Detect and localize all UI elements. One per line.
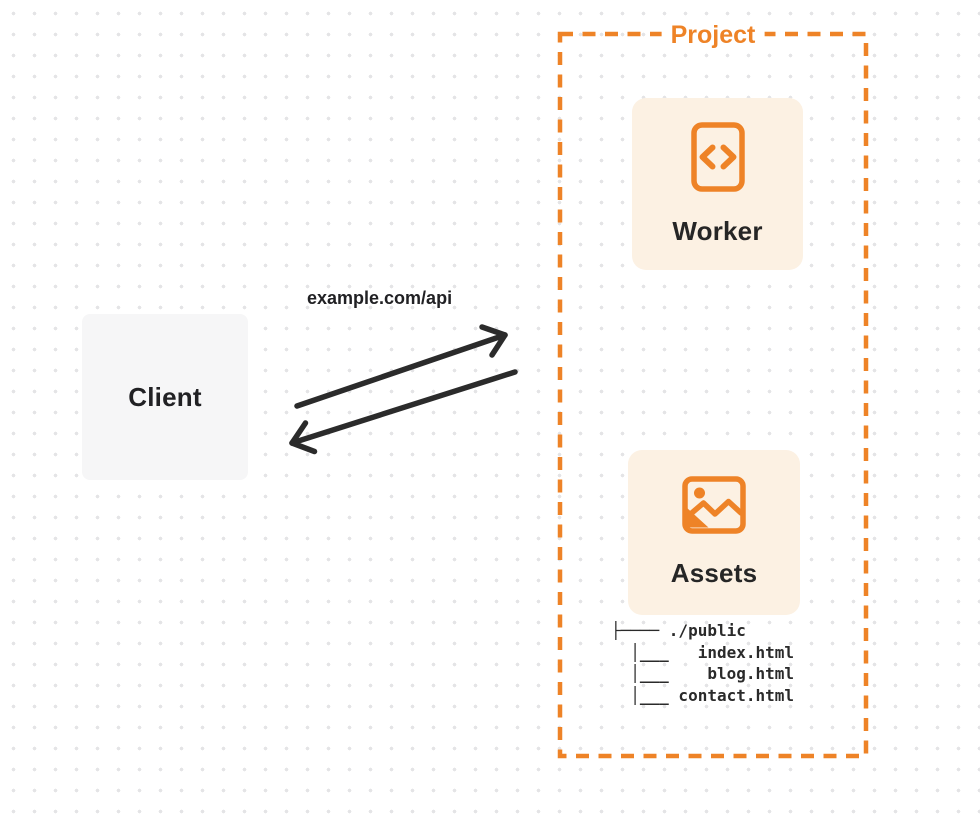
project-boundary-label: Project xyxy=(661,21,765,50)
assets-label: Assets xyxy=(670,558,758,588)
file-tree-item-index: │___ index.html xyxy=(611,642,795,662)
client-label: Client xyxy=(128,381,202,412)
request-arrow xyxy=(294,324,508,409)
file-tree-item-blog: │___ blog.html xyxy=(611,664,795,683)
worker-node: Worker xyxy=(632,98,803,270)
assets-node: Assets xyxy=(628,450,800,615)
image-icon xyxy=(682,476,746,534)
code-file-icon xyxy=(690,121,745,192)
worker-label: Worker xyxy=(672,215,763,246)
response-arrow xyxy=(289,369,518,455)
file-tree: ├──── ./public │___ index.html │___ blog… xyxy=(611,620,794,706)
request-url-label: example.com/api xyxy=(307,288,453,308)
file-tree-root: ├──── ./public xyxy=(611,621,746,640)
file-tree-item-contact: │___ contact.html xyxy=(611,685,795,705)
client-node: Client xyxy=(82,314,248,480)
